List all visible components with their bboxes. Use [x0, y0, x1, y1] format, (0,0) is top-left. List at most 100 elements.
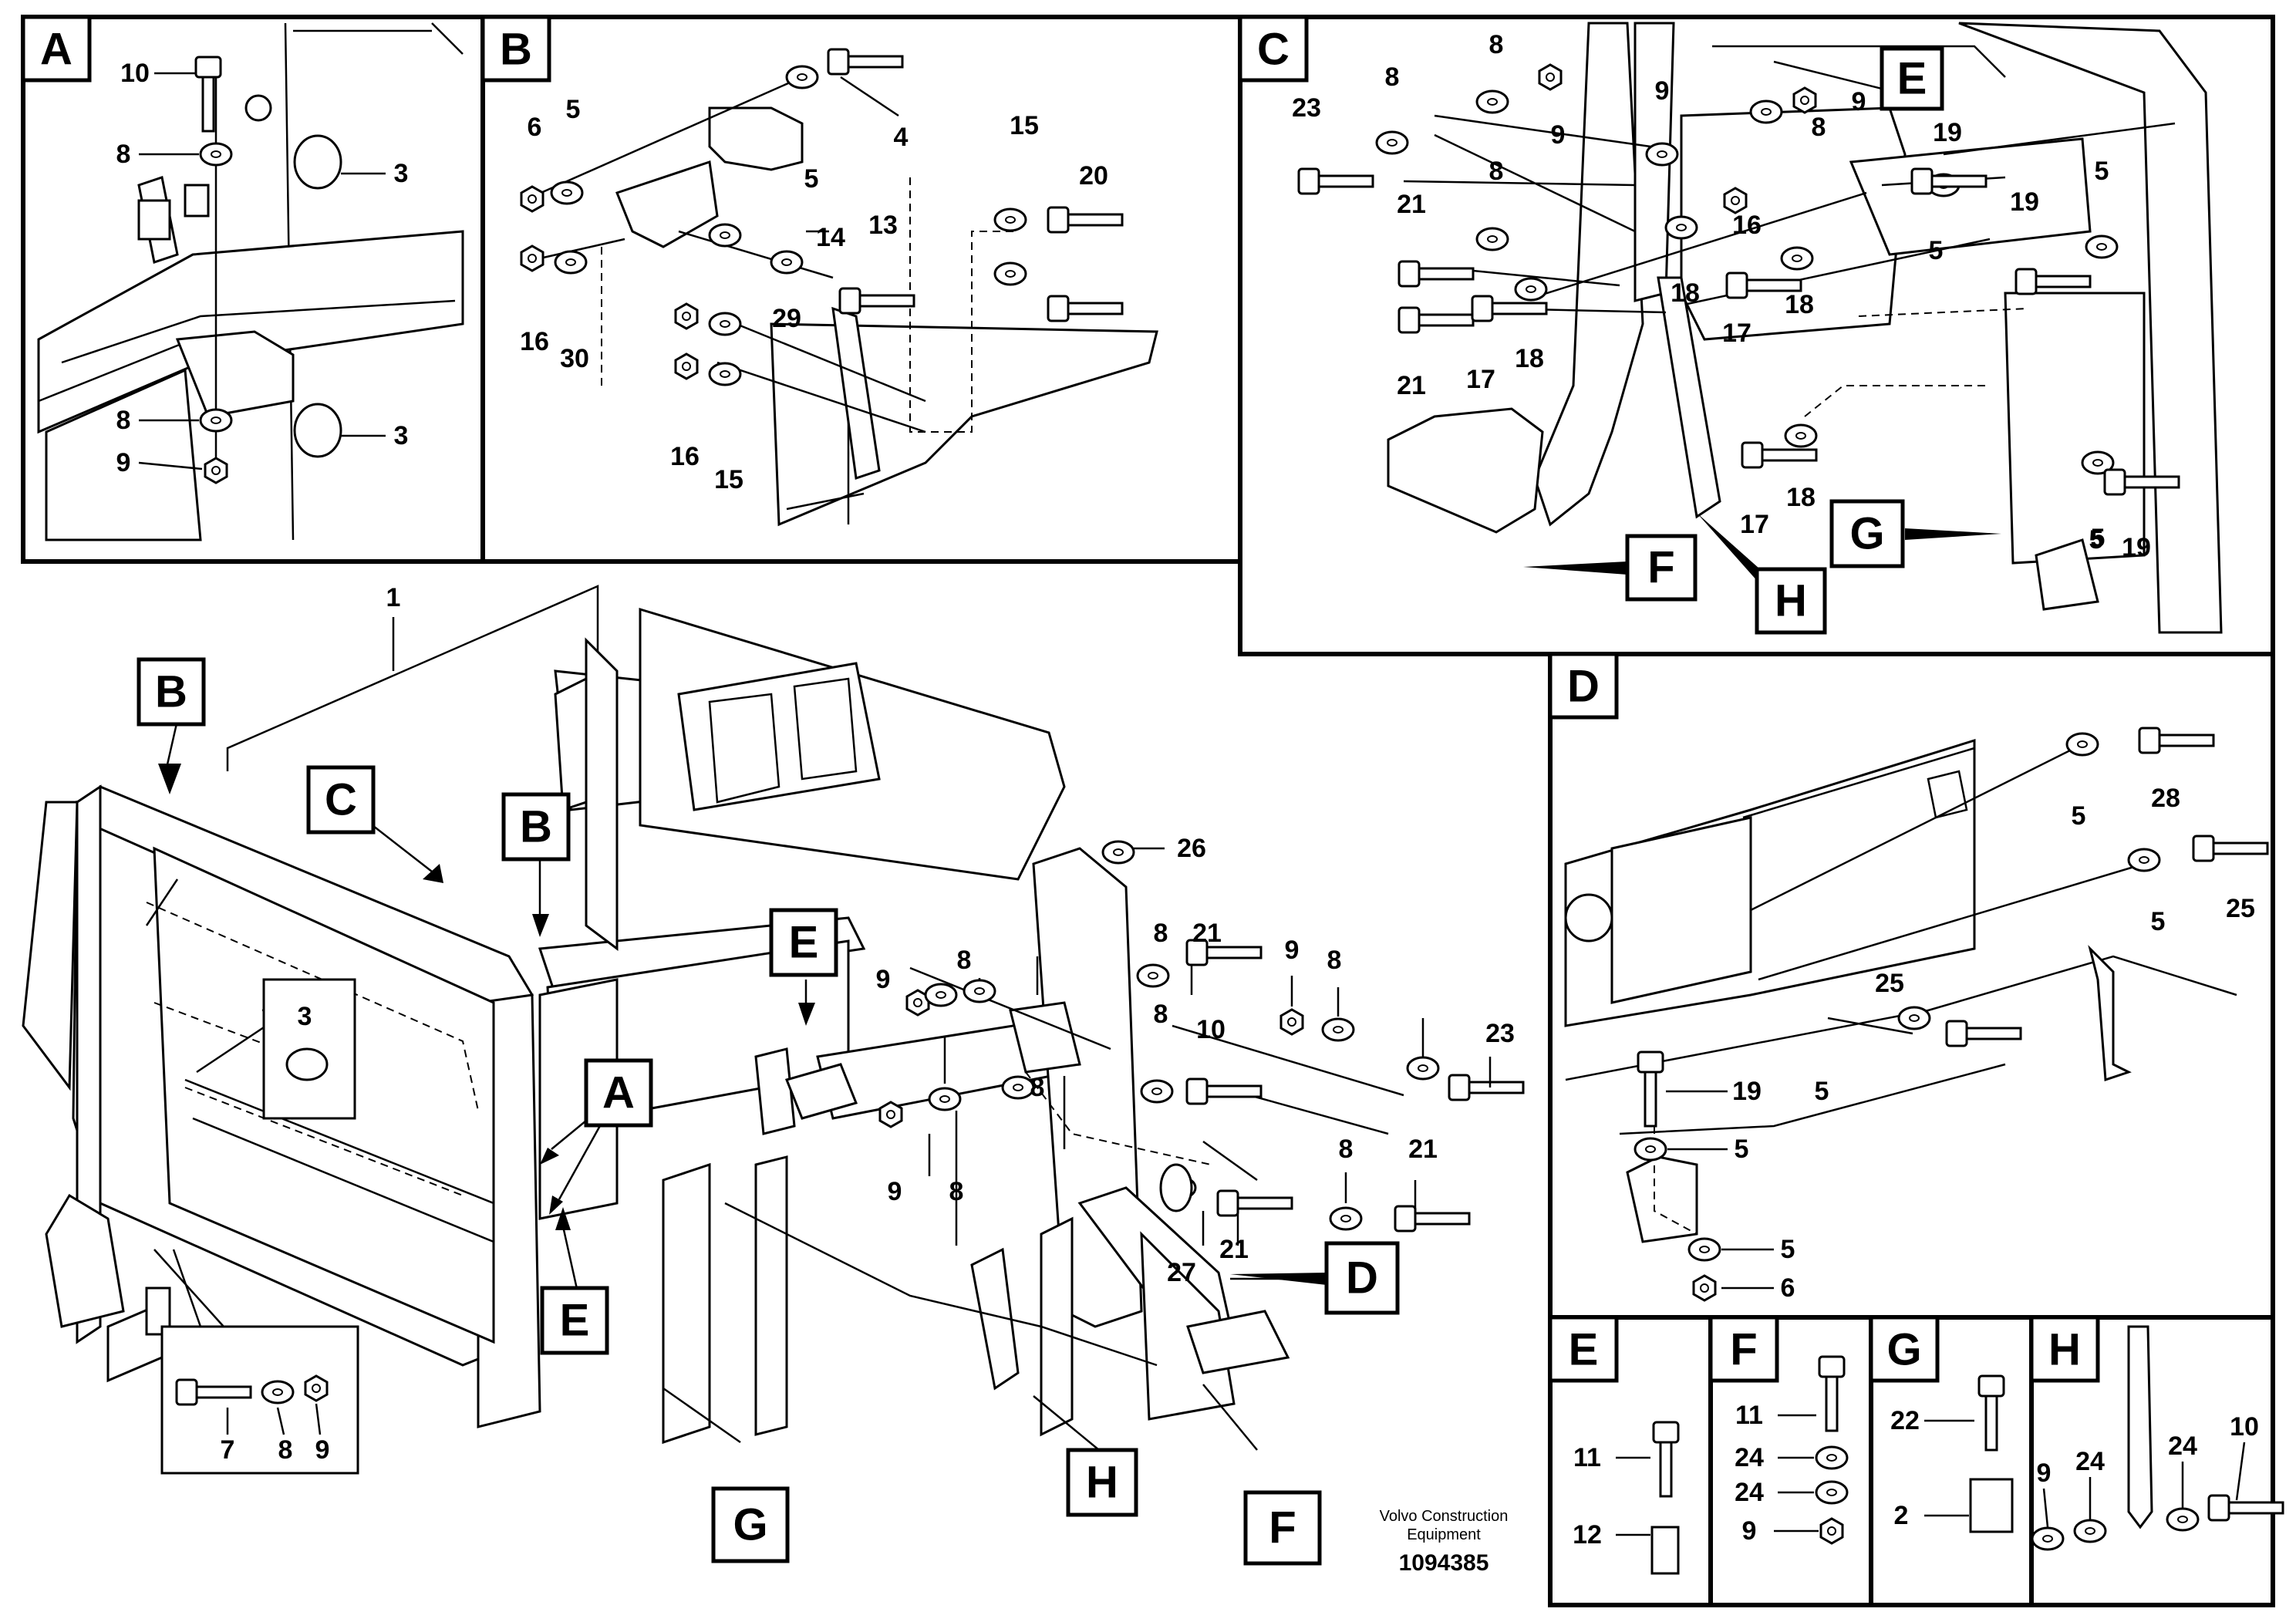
callout: 13 — [868, 211, 898, 240]
callout: 30 — [560, 344, 589, 373]
callout: 29 — [772, 304, 801, 333]
callout: 8 — [1154, 919, 1168, 948]
callout: 5 — [2089, 525, 2104, 555]
callout: 9 — [888, 1177, 902, 1206]
panel-c: C 23 8 8 9 9 9 8 19 21 8 16 19 5 5 5 18 … — [1238, 15, 2275, 656]
panel-c-tag: C — [1257, 25, 1290, 75]
callout: 20 — [1079, 161, 1108, 191]
callout: 6 — [528, 113, 542, 142]
callout: 17 — [1466, 365, 1495, 394]
callout: 7 — [221, 1435, 235, 1465]
callout: 9 — [2037, 1458, 2052, 1488]
main-tags: B C B E A E D G H F — [137, 657, 1400, 1566]
panel-c-tag-e: E — [1897, 54, 1927, 104]
callout: 9 — [116, 448, 131, 477]
main-tag-e-top: E — [789, 918, 819, 968]
panel-a-drawing — [37, 22, 464, 541]
panel-f: F 11 24 24 9 — [1708, 1315, 1873, 1607]
callout: 8 — [1489, 157, 1504, 186]
callout: 8 — [278, 1435, 293, 1465]
callout: 9 — [1742, 1516, 1757, 1546]
callout: 18 — [1786, 483, 1816, 512]
callout: 24 — [1735, 1478, 1764, 1507]
panel-f-tag: F — [1730, 1325, 1757, 1375]
callout: 5 — [1929, 236, 1944, 265]
callout: 3 — [298, 1002, 312, 1031]
panel-e-tag: E — [1569, 1325, 1599, 1375]
callout: 3 — [394, 421, 409, 450]
main-tag-f: F — [1269, 1503, 1296, 1553]
panel-c-tag-f: F — [1647, 543, 1674, 593]
callout: 5 — [2072, 801, 2086, 831]
callout: 14 — [816, 223, 845, 252]
callout: 21 — [1397, 371, 1426, 400]
footer-doc-number: 1094385 — [1399, 1550, 1489, 1576]
callout: 8 — [949, 1177, 964, 1206]
callout: 5 — [1815, 1077, 1829, 1106]
callout: 19 — [2122, 533, 2151, 562]
callout: 27 — [1167, 1258, 1196, 1287]
main-tag-e-bottom: E — [560, 1296, 590, 1346]
callout: 16 — [520, 327, 549, 356]
main-tag-d: D — [1346, 1253, 1378, 1303]
callout: 21 — [1397, 190, 1426, 219]
callout: 2 — [1894, 1501, 1909, 1530]
main-tag-b-top: B — [155, 667, 187, 717]
panel-b-tag: B — [500, 25, 532, 75]
callout: 8 — [1154, 1000, 1168, 1029]
callout: 3 — [394, 159, 409, 188]
callout: 8 — [1339, 1135, 1354, 1164]
callout: 5 — [1781, 1235, 1795, 1264]
callout: 24 — [2075, 1447, 2105, 1476]
callout: 8 — [1489, 30, 1504, 59]
callout: 12 — [1573, 1520, 1602, 1549]
panel-d-tag: D — [1567, 662, 1600, 712]
callout: 9 — [1551, 120, 1566, 150]
callout: 11 — [1573, 1443, 1601, 1472]
callout: 15 — [714, 465, 743, 494]
callout: 5 — [2095, 157, 2109, 186]
callout: 9 — [1285, 936, 1300, 965]
callout: 21 — [1192, 919, 1222, 948]
panel-a: A 10 8 3 8 9 3 — [21, 15, 485, 564]
callout: 1 — [386, 583, 401, 612]
callout: 5 — [566, 95, 581, 124]
panel-c-drawing — [1297, 22, 2223, 634]
callout: 5 — [2091, 524, 2106, 553]
callout: 5 — [1735, 1135, 1749, 1164]
panel-g: G 22 2 — [1869, 1315, 2034, 1607]
footer: Volvo Construction Equipment 1094385 — [1380, 1508, 1509, 1576]
callout: 22 — [1890, 1406, 1920, 1435]
main-tag-h: H — [1086, 1458, 1118, 1508]
panel-g-tag: G — [1886, 1325, 1921, 1375]
panel-b: B 6 5 4 5 15 20 14 13 16 30 29 16 15 — [480, 15, 1242, 564]
callout: 19 — [2010, 187, 2039, 217]
main-tag-c: C — [325, 775, 357, 825]
panel-h-tag: H — [2048, 1325, 2081, 1375]
callout: 19 — [1732, 1077, 1762, 1106]
callout: 8 — [957, 946, 972, 975]
callout: 8 — [1385, 62, 1400, 92]
callout: 8 — [1327, 946, 1342, 975]
callout: 28 — [2151, 784, 2180, 813]
panel-c-tag-g: G — [1849, 509, 1884, 559]
callout: 9 — [876, 965, 891, 994]
callout: 11 — [1735, 1401, 1763, 1430]
footer-company-line1: Volvo Construction — [1380, 1508, 1509, 1525]
callout: 10 — [120, 59, 150, 88]
callout: 18 — [1671, 278, 1700, 308]
main-tag-b-mid: B — [520, 802, 552, 852]
callout: 10 — [1196, 1015, 1226, 1044]
panel-a-tag: A — [40, 25, 72, 75]
callout: 17 — [1722, 319, 1752, 348]
main-tag-g: G — [733, 1500, 767, 1550]
callout: 8 — [1030, 1073, 1045, 1102]
callout: 25 — [1875, 969, 1904, 998]
callout: 24 — [2168, 1431, 2197, 1461]
callout: 26 — [1177, 834, 1206, 863]
callout: 9 — [1852, 87, 1866, 116]
main-assembly — [22, 585, 1525, 1475]
callout: 9 — [315, 1435, 330, 1465]
callout: 18 — [1785, 290, 1814, 319]
